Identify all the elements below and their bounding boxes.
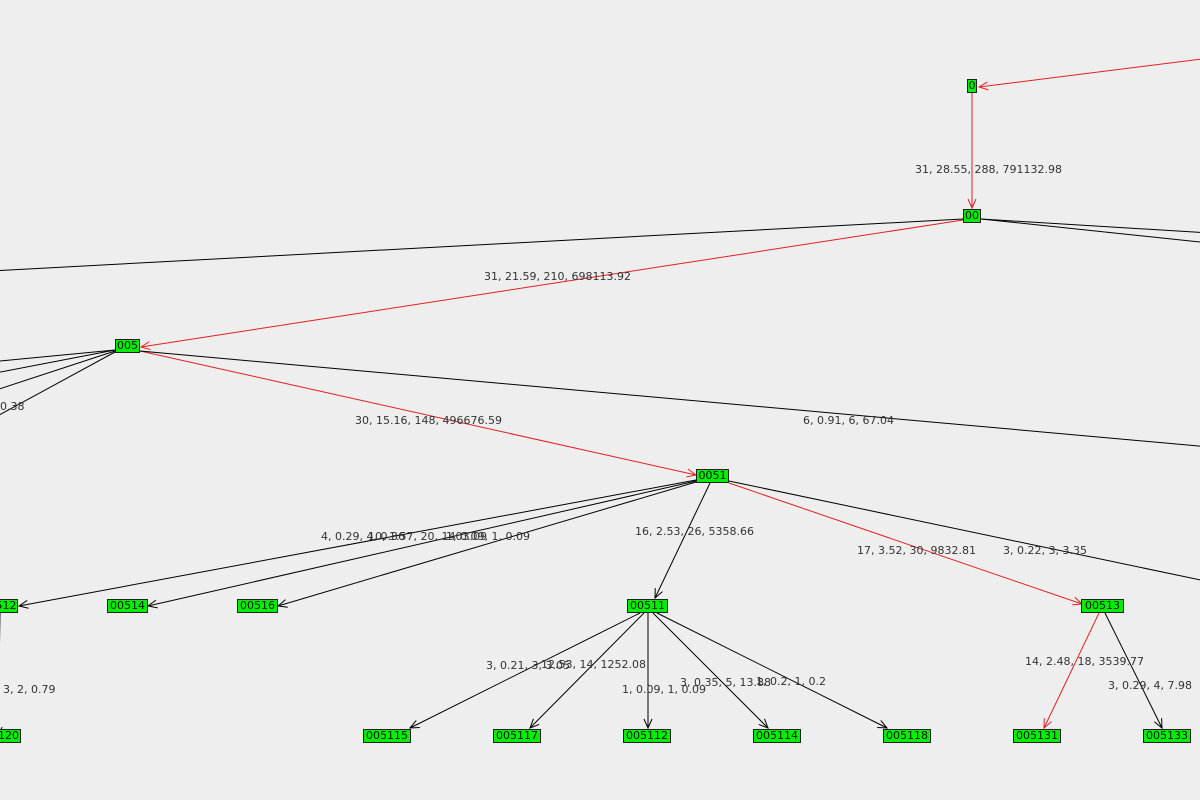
edge-n00-to-offscreen-left bbox=[0, 218, 964, 271]
edge-label-n00512-to-n005120: 3, 2, 0.79 bbox=[3, 683, 56, 696]
edge-label-n0051-to-n00514: 10, 1.57, 20, 1403.09 bbox=[368, 530, 487, 543]
arrowhead-n00514 bbox=[146, 599, 158, 609]
node-00514[interactable]: 00514 bbox=[107, 599, 148, 613]
edge-n00-to-offscreen-right-1 bbox=[980, 218, 1200, 233]
edge-n00511-to-n005114 bbox=[652, 612, 769, 729]
node-00513[interactable]: 00513 bbox=[1081, 599, 1124, 613]
node-005120[interactable]: 005120 bbox=[0, 729, 21, 743]
node-00[interactable]: 00 bbox=[963, 209, 981, 223]
edge-n0051-to-offscreen-right-4 bbox=[728, 480, 1200, 581]
edge-label-n0051-to-offscreen-right-4: 3, 0.22, 3, 3.35 bbox=[1003, 544, 1087, 557]
node-0[interactable]: 0 bbox=[967, 79, 977, 93]
arrowhead-n005115 bbox=[408, 720, 420, 729]
node-00511[interactable]: 00511 bbox=[627, 599, 668, 613]
edge-label-n005-to-offscreen-right-3: 6, 0.91, 6, 67.04 bbox=[803, 414, 894, 427]
edge-n0051-to-n00513 bbox=[728, 482, 1083, 605]
node-005114[interactable]: 005114 bbox=[753, 729, 801, 743]
arrowhead-n005114 bbox=[758, 718, 769, 729]
arrowhead-n005112 bbox=[643, 718, 653, 730]
edge-label-n005-to-offscreen-left-d: 0.38 bbox=[0, 400, 25, 413]
edge-n00511-to-n005117 bbox=[529, 612, 645, 729]
edge-n0051-to-n00514 bbox=[147, 480, 697, 607]
edge-n005-to-offscreen-left-a bbox=[0, 349, 116, 362]
node-005118[interactable]: 005118 bbox=[883, 729, 931, 743]
arrowhead-n00511 bbox=[654, 588, 663, 600]
edge-n00513-to-n005133 bbox=[1104, 612, 1163, 729]
edge-n0051-to-n00516 bbox=[277, 481, 697, 607]
edge-label-n00511-to-n005114: 3, 0.35, 5, 13.88 bbox=[680, 676, 771, 689]
edge-n005-to-offscreen-left-b bbox=[0, 349, 116, 373]
node-005[interactable]: 005 bbox=[115, 339, 140, 353]
node-00516[interactable]: 00516 bbox=[237, 599, 278, 613]
node-005131[interactable]: 005131 bbox=[1013, 729, 1061, 743]
node-0051[interactable]: 0051 bbox=[696, 469, 729, 483]
arrowhead-n005117 bbox=[529, 718, 540, 729]
arrowhead-n0 bbox=[977, 81, 989, 91]
edge-n005-to-offscreen-right-3 bbox=[139, 350, 1200, 447]
arrowhead-n00 bbox=[967, 198, 977, 210]
edge-label-n00511-to-n005118: 1, 0.2, 1, 0.2 bbox=[756, 675, 826, 688]
node-005117[interactable]: 005117 bbox=[493, 729, 541, 743]
edge-n005-to-offscreen-left-d bbox=[0, 351, 116, 416]
arrowhead-n00516 bbox=[276, 599, 288, 608]
edge-n00511-to-n005115 bbox=[409, 612, 641, 729]
edge-n00-to-n005 bbox=[140, 219, 964, 348]
edge-label-n0-to-n00: 31, 28.55, 288, 791132.98 bbox=[915, 163, 1062, 176]
arrowhead-n005118 bbox=[877, 720, 889, 729]
edge-offscreen-top-right-to-n0 bbox=[978, 58, 1200, 88]
edge-label-n0051-to-n00513: 17, 3.52, 30, 9832.81 bbox=[857, 544, 976, 557]
node-005115[interactable]: 005115 bbox=[363, 729, 411, 743]
edge-label-n00511-to-n005115: 3, 0.21, 3, 3.05 bbox=[486, 659, 570, 672]
edge-n005-to-n0051 bbox=[139, 350, 697, 476]
edge-n005-to-offscreen-left-c bbox=[0, 350, 116, 390]
edge-n00-to-offscreen-right-2 bbox=[980, 218, 1200, 243]
edge-label-n005-to-n0051: 30, 15.16, 148, 496676.59 bbox=[355, 414, 502, 427]
edge-n00511-to-n005118 bbox=[656, 612, 888, 729]
node-00512[interactable]: 00512 bbox=[0, 599, 18, 613]
node-005112[interactable]: 005112 bbox=[623, 729, 671, 743]
edge-label-n00513-to-n005133: 3, 0.29, 4, 7.98 bbox=[1108, 679, 1192, 692]
edge-label-n00511-to-n005117: 12.53, 14, 1252.08 bbox=[541, 658, 646, 671]
arrowhead-n005133 bbox=[1154, 718, 1163, 730]
edge-label-n0051-to-n00511: 16, 2.53, 26, 5358.66 bbox=[635, 525, 754, 538]
arrowhead-n005 bbox=[139, 341, 151, 351]
edge-label-n00511-to-n005112: 1, 0.09, 1, 0.09 bbox=[622, 683, 706, 696]
edge-label-n0051-to-n00516: 1, 0.09, 1, 0.09 bbox=[446, 530, 530, 543]
arrowhead-n00512 bbox=[17, 600, 29, 609]
edge-label-n0051-to-n00512: 4, 0.29, 4, 0.36 bbox=[321, 530, 405, 543]
node-005133[interactable]: 005133 bbox=[1143, 729, 1191, 743]
edge-label-n00-to-n005: 31, 21.59, 210, 698113.92 bbox=[484, 270, 631, 283]
edge-n0051-to-n00512 bbox=[18, 479, 697, 607]
edge-n00513-to-n005131 bbox=[1043, 612, 1100, 729]
edge-n0051-to-n00511 bbox=[654, 482, 711, 599]
arrowhead-n005131 bbox=[1043, 718, 1052, 730]
edge-label-n00513-to-n005131: 14, 2.48, 18, 3539.77 bbox=[1025, 655, 1144, 668]
